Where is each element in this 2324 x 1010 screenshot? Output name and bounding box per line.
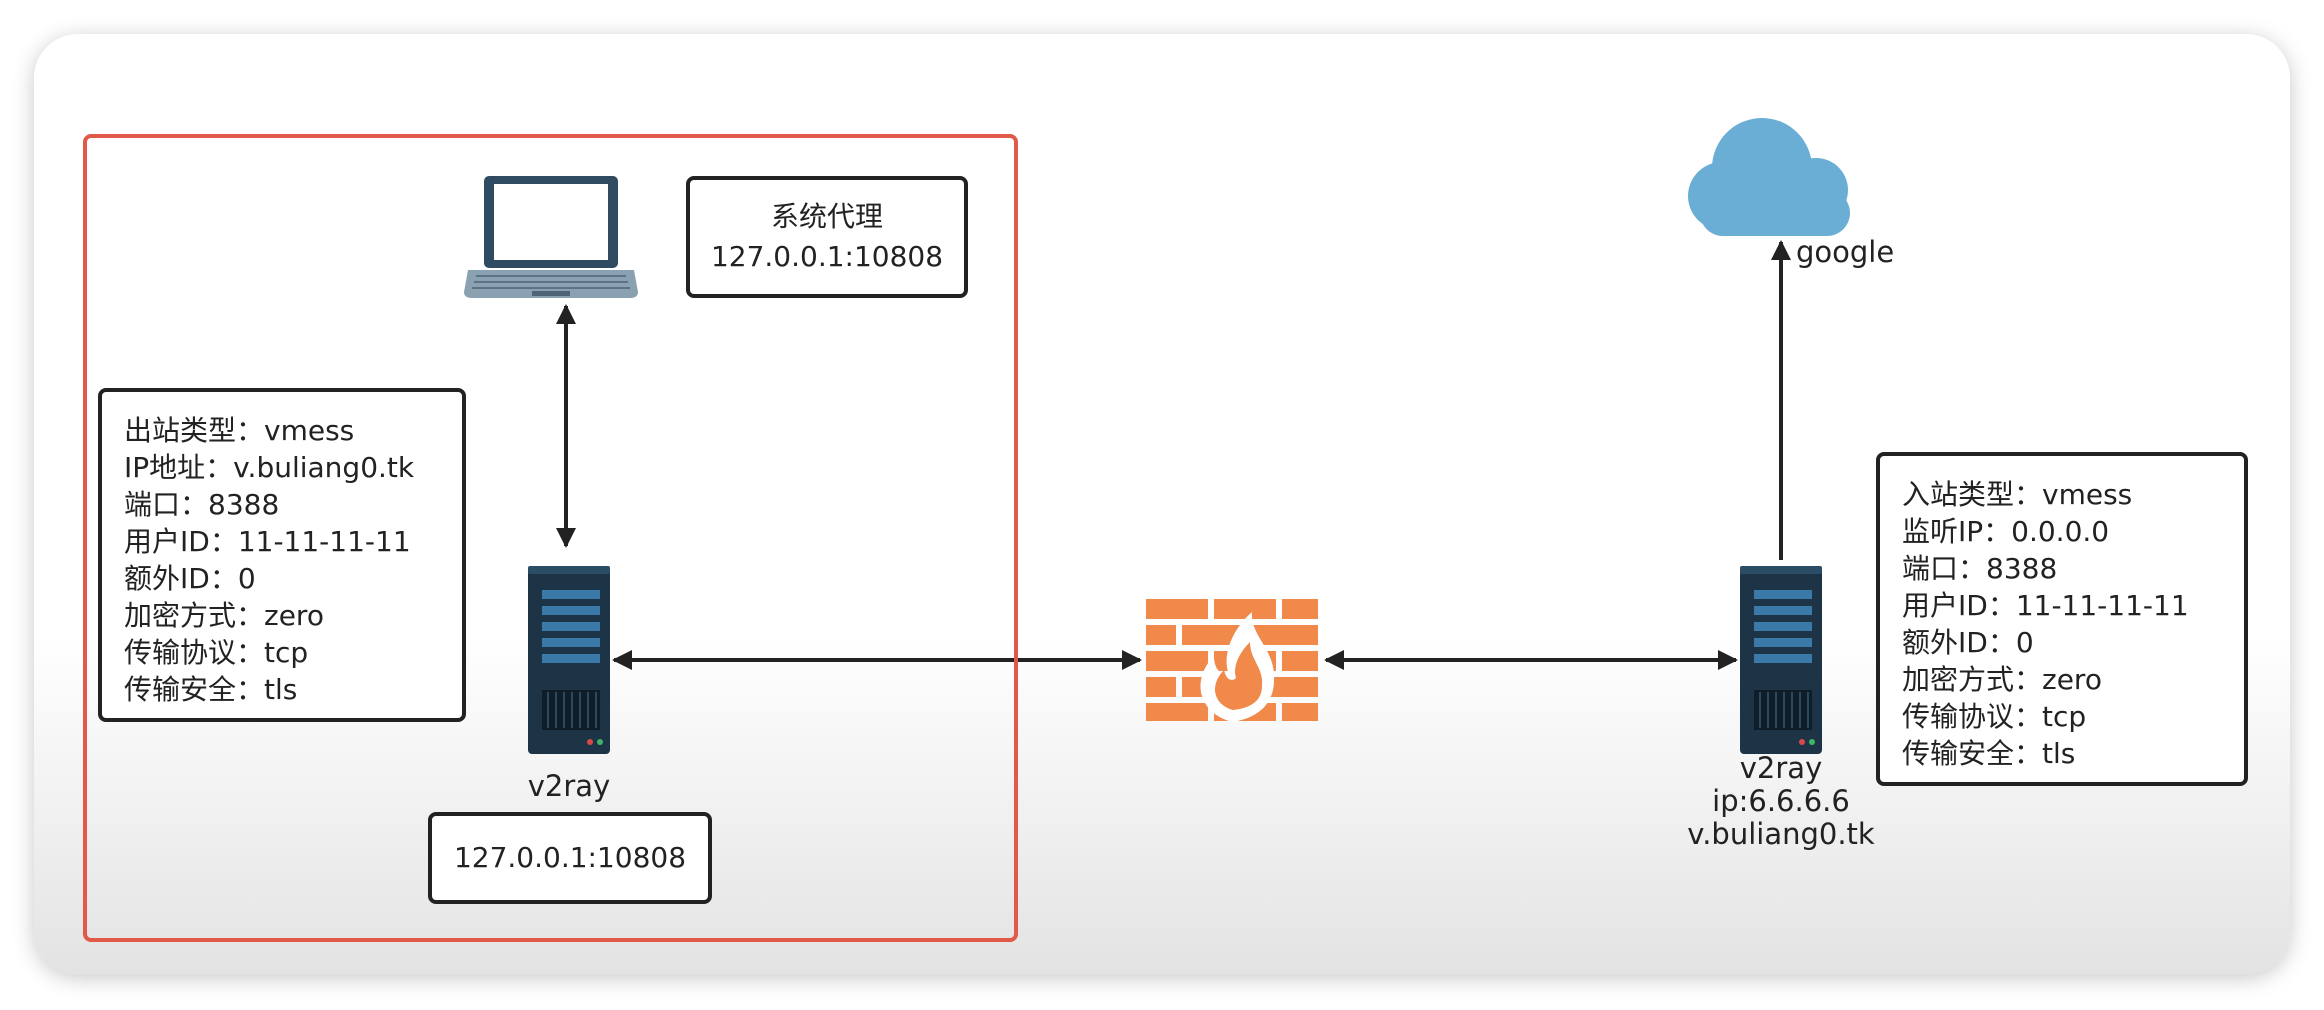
config-line: 入站类型：vmess <box>1902 478 2133 511</box>
system-proxy-address: 127.0.0.1:10808 <box>710 240 944 273</box>
remote-server-label: v2ray ip:6.6.6.6 v.buliang0.tk <box>1681 752 1881 851</box>
client-side-frame <box>83 134 1018 942</box>
config-line: 传输安全：tls <box>124 673 298 706</box>
laptop-icon <box>464 176 638 298</box>
config-line: 额外ID：0 <box>124 562 256 595</box>
config-line: 传输安全：tls <box>1902 737 2076 770</box>
config-line: 额外ID：0 <box>1902 626 2034 659</box>
remote-server-icon <box>1740 566 1822 754</box>
cloud-icon <box>1688 118 1850 236</box>
config-line: 用户ID：11-11-11-11 <box>124 525 411 558</box>
cloud-label: google <box>1796 235 1895 269</box>
config-line: 加密方式：zero <box>1902 663 2102 696</box>
client-outbound-config-box: 出站类型：vmess IP地址：v.buliang0.tk 端口：8388 用户… <box>98 388 466 722</box>
config-line: 监听IP：0.0.0.0 <box>1902 515 2110 548</box>
system-proxy-title: 系统代理 <box>770 200 883 233</box>
config-line: 用户ID：11-11-11-11 <box>1902 589 2189 622</box>
local-listen-address: 127.0.0.1:10808 <box>453 841 687 874</box>
remote-server-name: v2ray <box>1739 751 1823 785</box>
config-line: 传输协议：tcp <box>1902 700 2087 733</box>
config-line: IP地址：v.buliang0.tk <box>124 451 415 484</box>
remote-server-domain: v.buliang0.tk <box>1687 817 1875 851</box>
config-line: 传输协议：tcp <box>124 636 309 669</box>
config-line: 端口：8388 <box>124 488 280 521</box>
client-server-icon <box>528 566 610 754</box>
client-server-label: v2ray <box>527 769 611 803</box>
firewall-icon <box>1146 599 1318 722</box>
remote-server-ip: ip:6.6.6.6 <box>1712 784 1850 818</box>
config-line: 加密方式：zero <box>124 599 324 632</box>
local-listen-box: 127.0.0.1:10808 <box>428 812 712 904</box>
server-inbound-config-box: 入站类型：vmess 监听IP：0.0.0.0 端口：8388 用户ID：11-… <box>1876 452 2248 786</box>
config-line: 出站类型：vmess <box>124 414 355 447</box>
system-proxy-box: 系统代理 127.0.0.1:10808 <box>686 176 968 298</box>
config-line: 端口：8388 <box>1902 552 2058 585</box>
